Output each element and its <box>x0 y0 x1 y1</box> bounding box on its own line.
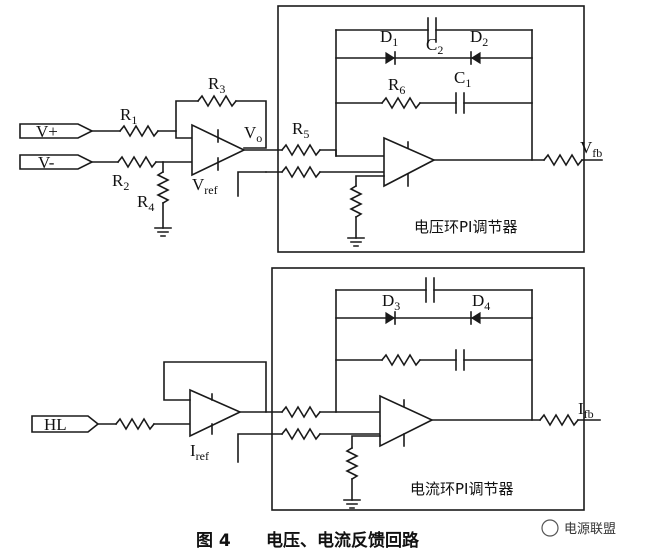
v-ground-resistor <box>349 184 363 219</box>
hl-label: HL <box>44 415 67 434</box>
d1-label: D1 <box>380 27 398 49</box>
r3-resistor <box>196 94 238 108</box>
figure-number: 图 4 <box>196 531 231 551</box>
vfb-label: Vfb <box>580 138 602 160</box>
vfb-resistor <box>542 153 584 167</box>
r1-resistor <box>118 124 160 138</box>
ci-rc-resistor <box>380 353 422 367</box>
vref-resistor <box>280 165 322 179</box>
ground-symbol-r4 <box>154 227 172 237</box>
c1-label: C1 <box>454 68 471 90</box>
r4-label: R4 <box>137 192 154 214</box>
d4-label: D4 <box>472 291 490 313</box>
hl-resistor <box>114 417 156 431</box>
ci-resistor-bottom <box>280 427 322 441</box>
hl-terminal <box>31 415 100 433</box>
r5-label: R5 <box>292 119 309 141</box>
watermark: 电源联盟 <box>541 519 616 537</box>
vref-wire-top <box>237 171 267 197</box>
ifb-label: Ifb <box>578 399 594 421</box>
v-minus-label: V- <box>38 153 55 172</box>
voltage-loop-section: V+ V- R1 R2 R4 R3 Vo Vref 电压环P <box>19 5 603 253</box>
current-pi-label: 电流环PI调节器 <box>410 480 513 498</box>
ci-cap-top <box>425 277 435 303</box>
ground-symbol-i <box>343 499 361 509</box>
iref-wire <box>237 433 283 463</box>
d2-label: D2 <box>470 27 488 49</box>
v-plus-terminal <box>19 123 94 139</box>
v-ground-wire <box>355 175 385 187</box>
voltage-pi-box <box>277 5 585 253</box>
d3-diode <box>385 311 396 325</box>
figure-title: 电压、电流反馈回路 <box>266 530 420 551</box>
v-plus-label: V+ <box>36 122 58 141</box>
watermark-text: 电源联盟 <box>564 522 616 537</box>
r3-wire <box>175 100 199 132</box>
current-loop-section: HL Iref 电流环PI调节器 D3 D4 <box>31 267 601 511</box>
c1-capacitor <box>455 92 465 114</box>
current-pi-box <box>271 267 585 511</box>
ground-symbol-v <box>347 237 365 247</box>
vo-label: Vo <box>244 123 262 145</box>
r5-resistor <box>280 143 322 157</box>
ci-rc-capacitor <box>455 349 465 371</box>
watermark-icon <box>541 519 559 537</box>
d3-label: D3 <box>382 291 400 313</box>
r1-wire-right <box>157 130 193 139</box>
r1-label: R1 <box>120 105 137 127</box>
d4-diode <box>470 311 481 325</box>
d1-diode <box>385 51 396 65</box>
ifb-resistor <box>538 413 580 427</box>
ci-ground-wire <box>351 435 381 449</box>
follower-feedback <box>163 361 267 413</box>
r3-wire-right <box>235 100 267 149</box>
r4-resistor <box>156 170 170 205</box>
ci-resistor-top <box>280 405 322 419</box>
r6-resistor <box>380 96 422 110</box>
op-amp-voltage-pi <box>383 136 436 188</box>
r2-label: R2 <box>112 171 129 193</box>
r6-label: R6 <box>388 75 405 97</box>
v-minus-terminal <box>19 154 94 170</box>
ci-ground-resistor <box>345 446 359 481</box>
c2-capacitor <box>427 17 437 43</box>
iref-label: Iref <box>190 441 209 463</box>
op-amp-current-pi <box>379 394 434 448</box>
r2-resistor <box>116 155 158 169</box>
op-amp-current-follower <box>189 388 242 438</box>
voltage-pi-label: 电压环PI调节器 <box>414 218 517 236</box>
vref-label-top: Vref <box>192 175 218 197</box>
r3-label: R3 <box>208 74 225 96</box>
d2-diode <box>470 51 481 65</box>
r5-wire-right <box>319 149 385 157</box>
c2-label: C2 <box>426 35 443 57</box>
